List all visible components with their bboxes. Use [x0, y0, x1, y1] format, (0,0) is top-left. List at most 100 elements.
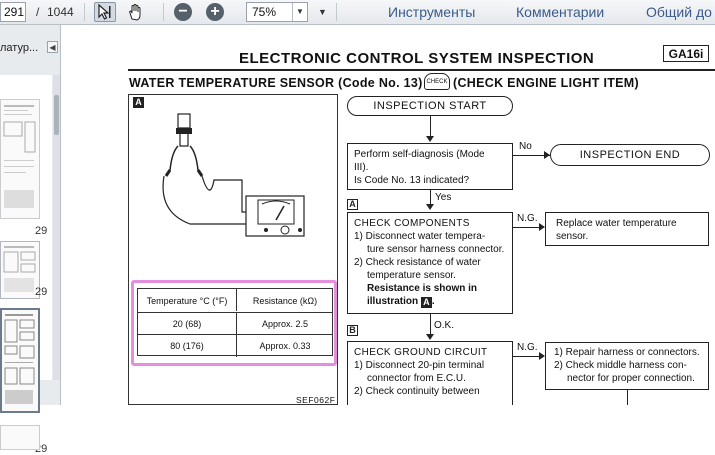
- page-thumbnail[interactable]: [0, 99, 40, 219]
- chevron-down-icon[interactable]: ▼: [292, 3, 307, 21]
- plus-icon: +: [210, 3, 220, 20]
- flow-text: sensor.: [556, 231, 589, 242]
- flow-text: Replace water temperature: [556, 218, 677, 229]
- flow-text: 1) Disconnect 20-pin terminal: [354, 360, 485, 371]
- inline-tag: A: [420, 297, 432, 308]
- thumbnail-preview: [4, 314, 35, 404]
- flow-tag: B: [347, 325, 358, 336]
- table-header-row: Temperature °C (°F) Resistance (kΩ): [138, 289, 332, 313]
- table-header: Temperature °C (°F): [146, 296, 228, 306]
- sidebar-scrollbar[interactable]: [53, 75, 60, 380]
- toolbar-divider: [336, 3, 337, 21]
- toolbar: 291 / 1044 − + 75% ▼ ▼ Инструменты Комме…: [0, 0, 715, 25]
- flow-text: Resistance is shown in illustration A.: [367, 283, 478, 308]
- flow-arrow: [426, 204, 434, 210]
- section-subtitle: WATER TEMPERATURE SENSOR (Code No. 13): [129, 76, 423, 90]
- flow-steps: 1) Disconnect water tempera- ture sensor…: [354, 230, 506, 308]
- table-cell: Approx. 0.33: [236, 335, 333, 357]
- flow-start: INSPECTION START: [347, 96, 513, 116]
- menu-tools[interactable]: Инструменты: [388, 4, 476, 20]
- flow-text: 1) Repair harness or connectors.: [554, 347, 700, 358]
- flow-arrow: [426, 334, 434, 340]
- thumbnail-list: 29 29 29: [0, 75, 52, 455]
- flow-label-ng: N.G.: [517, 342, 538, 353]
- table-cell: 20 (68): [172, 319, 202, 329]
- flow-text: 2) Check continuity between: [354, 386, 480, 397]
- flow-label-yes: Yes: [435, 192, 452, 203]
- engine-code-box: GA16i: [663, 45, 709, 62]
- flow-connector: [627, 390, 628, 405]
- table-row: 20 (68) Approx. 2.5: [138, 313, 332, 335]
- flow-repair-box: 1) Repair harness or connectors. 2) Chec…: [545, 342, 709, 390]
- select-tool-button[interactable]: [94, 2, 116, 22]
- flow-connector: [430, 190, 431, 204]
- flow-text: connector from E.C.U.: [367, 373, 466, 384]
- table-cell: 80 (176): [170, 341, 204, 351]
- thumbnail-preview: [3, 246, 36, 292]
- thumbnail-preview: [3, 105, 36, 208]
- flow-text: III).: [354, 162, 369, 173]
- section-subtitle-note: (CHECK ENGINE LIGHT ITEM): [453, 76, 639, 90]
- flow-replace-box: Replace water temperature sensor.: [545, 212, 709, 246]
- minus-icon: −: [178, 3, 188, 20]
- zoom-out-button[interactable]: −: [174, 3, 192, 21]
- flow-ground-circuit-box: CHECK GROUND CIRCUIT 1) Disconnect 20-pi…: [347, 341, 513, 405]
- toolbar-divider: [84, 3, 85, 21]
- flow-box-title: CHECK GROUND CIRCUIT: [354, 347, 488, 358]
- cursor-icon: [98, 3, 111, 20]
- title-rule: [128, 69, 715, 71]
- menu-comments[interactable]: Комментарии: [516, 4, 605, 20]
- flow-text: Is Code No. 13 indicated?: [354, 175, 470, 186]
- flow-connector: [513, 227, 543, 228]
- highlight-annotation[interactable]: [131, 280, 337, 366]
- scrollbar-thumb[interactable]: [54, 95, 59, 135]
- page-thumbnail[interactable]: [0, 425, 40, 450]
- figure-code: SEF062F: [296, 395, 336, 405]
- table-header: Resistance (kΩ): [236, 289, 333, 311]
- table-row: 80 (176) Approx. 0.33: [138, 335, 332, 357]
- flow-tag: A: [347, 199, 358, 210]
- page-title: ELECTRONIC CONTROL SYSTEM INSPECTION: [239, 50, 595, 67]
- flow-label-ng: N.G.: [517, 213, 538, 224]
- flow-label-ok: O.K.: [434, 320, 455, 331]
- resistance-table: Temperature °C (°F) Resistance (kΩ) 20 (…: [137, 288, 333, 357]
- flow-check-components-box: CHECK COMPONENTS 1) Disconnect water tem…: [347, 212, 513, 314]
- flow-arrow: [544, 151, 550, 159]
- flow-arrow: [426, 136, 434, 142]
- menu-share[interactable]: Общий до: [646, 4, 712, 20]
- toolbar-divider: [163, 3, 164, 21]
- sidebar-title: латур...: [0, 42, 39, 54]
- page-number-input[interactable]: 291: [0, 2, 26, 22]
- flow-end: INSPECTION END: [550, 144, 710, 166]
- hand-icon: [129, 4, 141, 21]
- flow-connector: [513, 356, 543, 357]
- flow-connector: [513, 155, 550, 156]
- flow-connector: [430, 314, 431, 334]
- sidebar-collapse-button[interactable]: ◀: [47, 41, 58, 53]
- zoom-in-button[interactable]: +: [206, 3, 224, 21]
- flow-text: 1) Disconnect water tempera-: [354, 231, 486, 242]
- flow-text: 2) Check middle harness con-: [554, 360, 687, 371]
- hand-tool-button[interactable]: [125, 2, 147, 22]
- page-thumbnail[interactable]: [0, 241, 40, 299]
- flow-text: ture sensor harness connector.: [367, 244, 505, 255]
- thumbnail-page-number: 29: [35, 286, 48, 298]
- more-menu-icon[interactable]: ▼: [318, 7, 327, 17]
- zoom-select[interactable]: 75% ▼: [246, 2, 308, 22]
- page-total: 1044: [47, 5, 74, 19]
- thumbnail-page-number: 29: [35, 225, 48, 237]
- flow-arrow: [539, 223, 545, 231]
- flow-diagnosis-box: Perform self-diagnosis (Mode III). Is Co…: [347, 143, 513, 190]
- check-engine-icon: CHECK: [424, 73, 450, 90]
- flow-arrow: [539, 352, 545, 360]
- flow-text: 2) Check resistance of water: [354, 257, 481, 268]
- zoom-value: 75%: [252, 5, 277, 19]
- flow-text: nector for proper connection.: [567, 373, 695, 384]
- flow-box-title: CHECK COMPONENTS: [354, 218, 470, 229]
- page-thumbnail-current[interactable]: [0, 308, 40, 413]
- flow-label-no: No: [519, 141, 532, 152]
- flow-text: Perform self-diagnosis (Mode: [354, 149, 485, 160]
- panel-tag: A: [133, 97, 144, 108]
- sensor-wiring-illustration: [162, 113, 305, 237]
- page-separator: /: [36, 5, 40, 19]
